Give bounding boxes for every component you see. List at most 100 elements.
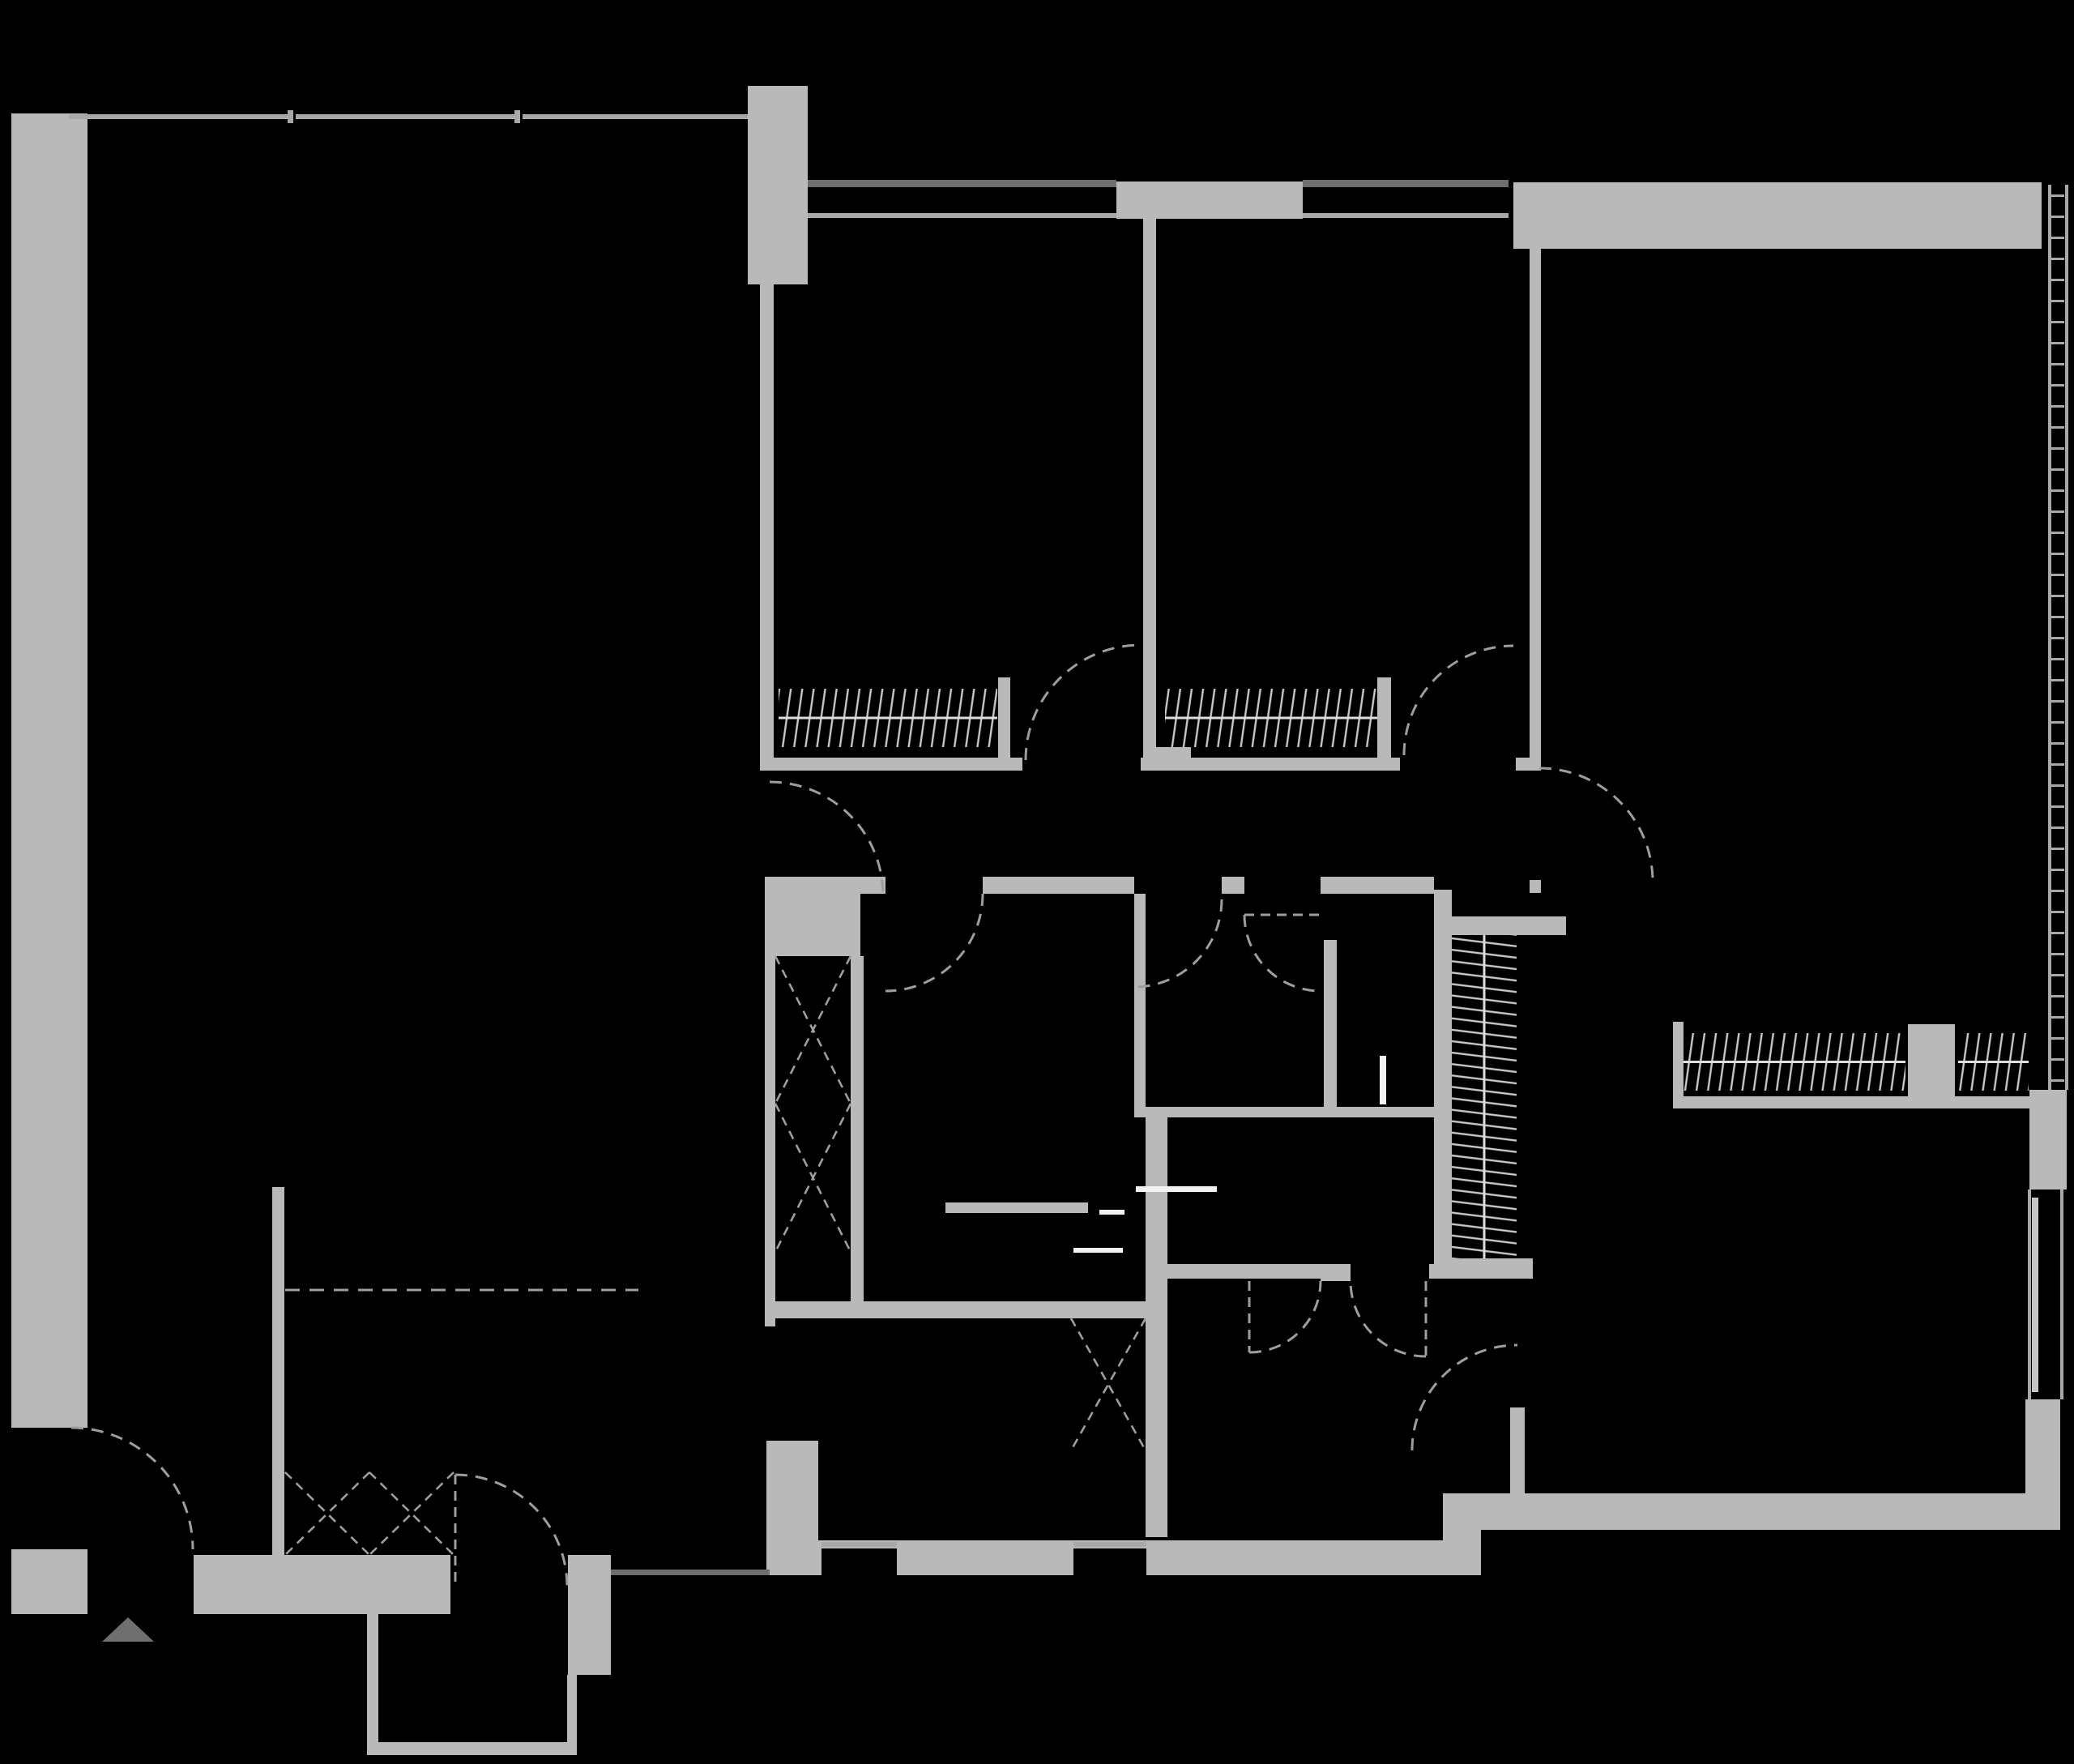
wall-east-pier-upper — [2029, 1090, 2067, 1190]
wall-kitchen-block — [766, 1441, 818, 1575]
wall-bed3-closet-bottom-band — [1452, 1258, 1533, 1279]
wall-window-pier-bed1-bed2 — [1116, 182, 1303, 219]
window-tick — [2051, 784, 2064, 787]
wall-bed3-radiator-plate — [1673, 1022, 1684, 1108]
wall-bed2-south-wall — [1141, 758, 1400, 771]
wall-bed1-radiator-plate — [998, 677, 1010, 758]
wall-hall-south-seg-a — [860, 877, 886, 894]
wall-entry-slab — [194, 1555, 450, 1614]
wall-hall-kitchen-wall — [765, 1301, 1155, 1318]
window-line-terrace-tick-1 — [288, 110, 293, 123]
wall-living-stub-wall — [1510, 1407, 1525, 1493]
door-arc-door-bedroom1 — [1024, 643, 1142, 761]
window-tick — [2051, 426, 2064, 429]
window-gap-kitchen-window-gap-1 — [821, 1548, 897, 1575]
wall-bed3-closet-top-band — [1452, 916, 1566, 935]
fixture-wc-cistern-mark — [1380, 1056, 1386, 1104]
window-tick — [2051, 553, 2064, 555]
window-gap-kitchen-window-gap-2 — [1073, 1548, 1146, 1575]
wall-hall-south-seg-c — [1222, 877, 1244, 894]
window-tick — [2051, 848, 2064, 850]
window-line-bed2-window-outer — [1303, 180, 1509, 187]
window-line-east-window-inner — [2028, 1190, 2031, 1399]
wall-hall-kitchen-wall-cap — [765, 1318, 775, 1326]
window-tick — [2051, 194, 2064, 197]
wall-outer-left-upper — [11, 113, 87, 1428]
x-hatch-entry-closet-x2 — [369, 1471, 454, 1556]
window-tick — [2051, 363, 2064, 365]
window-tick — [2051, 1079, 2064, 1082]
window-tick — [2051, 1016, 2064, 1019]
window-line-living-south-window — [611, 1570, 770, 1575]
window-tick — [2051, 384, 2064, 387]
window-line-bed1-window-inner — [808, 213, 1116, 218]
window-line-terrace-tick-2 — [514, 110, 520, 123]
x-hatch-entry-closet-x1 — [284, 1471, 370, 1556]
window-lines-layer — [69, 110, 2068, 1575]
door-arc-door-living-hall — [769, 780, 885, 896]
wall-living-east-wall — [760, 284, 774, 771]
window-tick — [2051, 700, 2064, 703]
window-tick — [2051, 532, 2064, 534]
window-tick — [2051, 510, 2064, 513]
door-arc-door-bath — [1133, 899, 1223, 989]
window-tick — [2051, 447, 2064, 450]
wall-kitchen-east-wall — [1146, 1117, 1167, 1537]
window-tick — [2051, 637, 2064, 639]
wall-pillar-top-center — [748, 86, 808, 284]
wall-hall-southwest-chunk — [765, 877, 860, 956]
window-tick — [2051, 237, 2064, 239]
window-tick — [2051, 932, 2064, 934]
wall-closet-east-wall — [851, 956, 864, 1301]
door-arc-door-hall-a — [885, 893, 984, 993]
window-tick — [2051, 616, 2064, 618]
x-hatch-hall-closet-x2 — [774, 1103, 852, 1253]
window-tick — [2051, 658, 2064, 660]
wall-stub-below-bed3-door — [1530, 880, 1541, 893]
window-tick — [2051, 279, 2064, 281]
x-hatch-hall-closet-x1 — [774, 955, 852, 1104]
window-tick — [2051, 342, 2064, 344]
wall-living-partition — [272, 1187, 284, 1555]
window-pane-east-window-pane — [2032, 1198, 2038, 1392]
window-tick — [2051, 869, 2064, 871]
window-tick — [2051, 216, 2064, 218]
wall-hall-shelf — [945, 1202, 1088, 1213]
door-arc-door-bedroom3 — [1538, 767, 1654, 882]
window-tick — [2051, 911, 2064, 913]
door-arc-door-bedroom2 — [1402, 644, 1514, 756]
window-tick — [2051, 489, 2064, 492]
door-arc-door-living-room — [1410, 1343, 1518, 1451]
window-tick — [2051, 405, 2064, 408]
x-hatch-kitchen-shaft-x — [1069, 1318, 1147, 1451]
wall-divider-bed1-bed2 — [1143, 219, 1156, 771]
wall-bath-mid-wall — [1134, 1107, 1452, 1117]
x-hatch-entry-closet-x1 — [284, 1471, 370, 1556]
wall-bed1-south-wall — [765, 758, 1022, 771]
wall-closet-back-wall — [765, 956, 775, 1318]
window-line-terrace-line-1 — [69, 114, 289, 119]
wall-porch-pillar — [568, 1555, 611, 1675]
wall-bed3-sill-wall — [1673, 1096, 2032, 1108]
wall-east-pier-lower — [2025, 1399, 2060, 1530]
wall-hall-south-seg-b — [983, 877, 1134, 894]
window-tick — [2051, 595, 2064, 597]
window-line-kitchen-window-2 — [1073, 1542, 1146, 1547]
window-tick — [2051, 721, 2064, 724]
wall-kitchen-south-band — [818, 1540, 1481, 1575]
window-line-east-window-outer — [2060, 1190, 2063, 1399]
wall-bed3-mid-block — [1908, 1024, 1955, 1098]
wall-bed2-south-wall-end — [1516, 758, 1541, 771]
x-hatch-entry-closet-x2 — [369, 1471, 454, 1556]
wall-bed2-radiator-plate — [1377, 677, 1391, 758]
window-tick — [2051, 890, 2064, 892]
wall-hall-south-seg-d — [1321, 877, 1434, 894]
wall-south-band-right — [1443, 1493, 2060, 1530]
window-line-kitchen-window-1 — [821, 1542, 897, 1547]
window-tick — [2051, 953, 2064, 955]
wall-bath-west-wall — [1134, 894, 1146, 1107]
window-line-terrace-line-3 — [523, 114, 748, 119]
wall-porch-west-wall — [367, 1573, 378, 1752]
